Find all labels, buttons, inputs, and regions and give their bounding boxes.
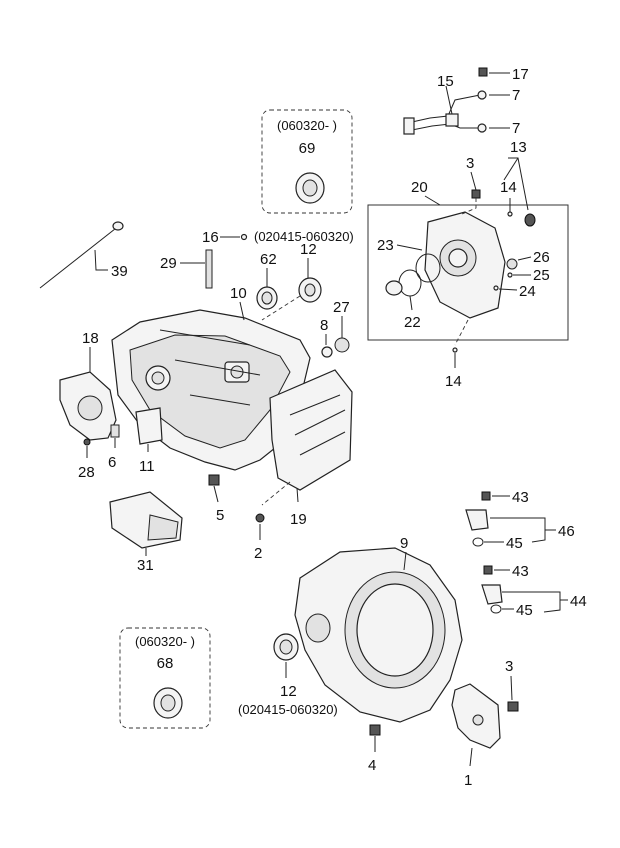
bracket-1: 1 3 4 — [368, 658, 519, 789]
callout-17: 17 — [512, 66, 529, 83]
callout-20: 20 — [411, 179, 428, 196]
speed-sensor-upper: 43 45 46 — [465, 489, 575, 552]
oil-pipe-assembly: 15 17 7 7 — [403, 66, 529, 137]
callout-24: 24 — [519, 283, 536, 300]
pin-29 — [205, 249, 213, 289]
lower-left-parts: 28 6 11 — [78, 407, 163, 481]
callout-2: 2 — [254, 545, 262, 562]
bolts-5-2: 5 2 — [208, 474, 291, 562]
callout-45b: 45 — [516, 602, 533, 619]
callout-27: 27 — [333, 299, 350, 316]
callout-12b: 12 — [280, 683, 297, 700]
oil-pan-19: 19 — [269, 369, 353, 528]
upper-small-parts: 16 (020415-060320) 29 62 12 — [160, 229, 354, 321]
part16-range-note: (020415-060320) — [254, 229, 354, 244]
oil-filter-31: 31 — [109, 491, 183, 574]
dipstick-39: 39 — [39, 221, 128, 289]
speed-sensor-lower: 43 45 44 — [481, 563, 587, 619]
callout-14a: 14 — [500, 179, 517, 196]
part12-range-note: (020415-060320) — [238, 702, 338, 717]
callout-11: 11 — [139, 458, 155, 475]
box69-range-note: (060320- ) — [277, 118, 337, 133]
oil-seal-12-lower: 12 (020415-060320) — [238, 633, 338, 717]
callout-31: 31 — [137, 557, 154, 574]
side-cover-18: 18 — [59, 330, 117, 441]
callout-68: 68 — [157, 655, 174, 672]
converter-housing-9: 9 — [294, 535, 463, 723]
callout-4: 4 — [368, 757, 376, 774]
callout-10: 10 — [230, 285, 247, 302]
callout-9: 9 — [400, 535, 408, 552]
callout-44: 44 — [570, 593, 587, 610]
detail-box-69: (060320- ) 69 — [261, 109, 353, 214]
callout-23: 23 — [377, 237, 394, 254]
callout-7a: 7 — [512, 87, 520, 104]
callout-45a: 45 — [506, 535, 523, 552]
callout-26: 26 — [533, 249, 550, 266]
callout-43b: 43 — [512, 563, 529, 580]
callout-7b: 7 — [512, 120, 520, 137]
callout-25: 25 — [533, 267, 550, 284]
callout-62: 62 — [260, 251, 277, 268]
box68-range-note: (060320- ) — [135, 634, 195, 649]
callout-6: 6 — [108, 454, 116, 471]
callout-69: 69 — [299, 140, 316, 157]
callout-5: 5 — [216, 507, 224, 524]
rear-cover-group: 20 23 22 3 13 14 26 25 24 — [367, 139, 569, 390]
callout-46: 46 — [558, 523, 575, 540]
callout-19: 19 — [290, 511, 307, 528]
callout-3b: 3 — [505, 658, 513, 675]
callout-29: 29 — [160, 255, 177, 272]
callout-43a: 43 — [512, 489, 529, 506]
callout-12a: 12 — [300, 241, 317, 258]
callout-8: 8 — [320, 317, 328, 334]
callout-22: 22 — [404, 314, 421, 331]
callout-18: 18 — [82, 330, 99, 347]
plugs-8-27: 8 27 — [320, 299, 350, 358]
callout-28: 28 — [78, 464, 95, 481]
callout-14b: 14 — [445, 373, 462, 390]
callout-13: 13 — [510, 139, 527, 156]
callout-3a: 3 — [466, 155, 474, 172]
callout-15: 15 — [437, 73, 454, 90]
detail-box-68: (060320- ) 68 — [119, 627, 211, 729]
callout-1: 1 — [464, 772, 472, 789]
callout-39: 39 — [111, 263, 128, 280]
callout-16: 16 — [202, 229, 219, 246]
